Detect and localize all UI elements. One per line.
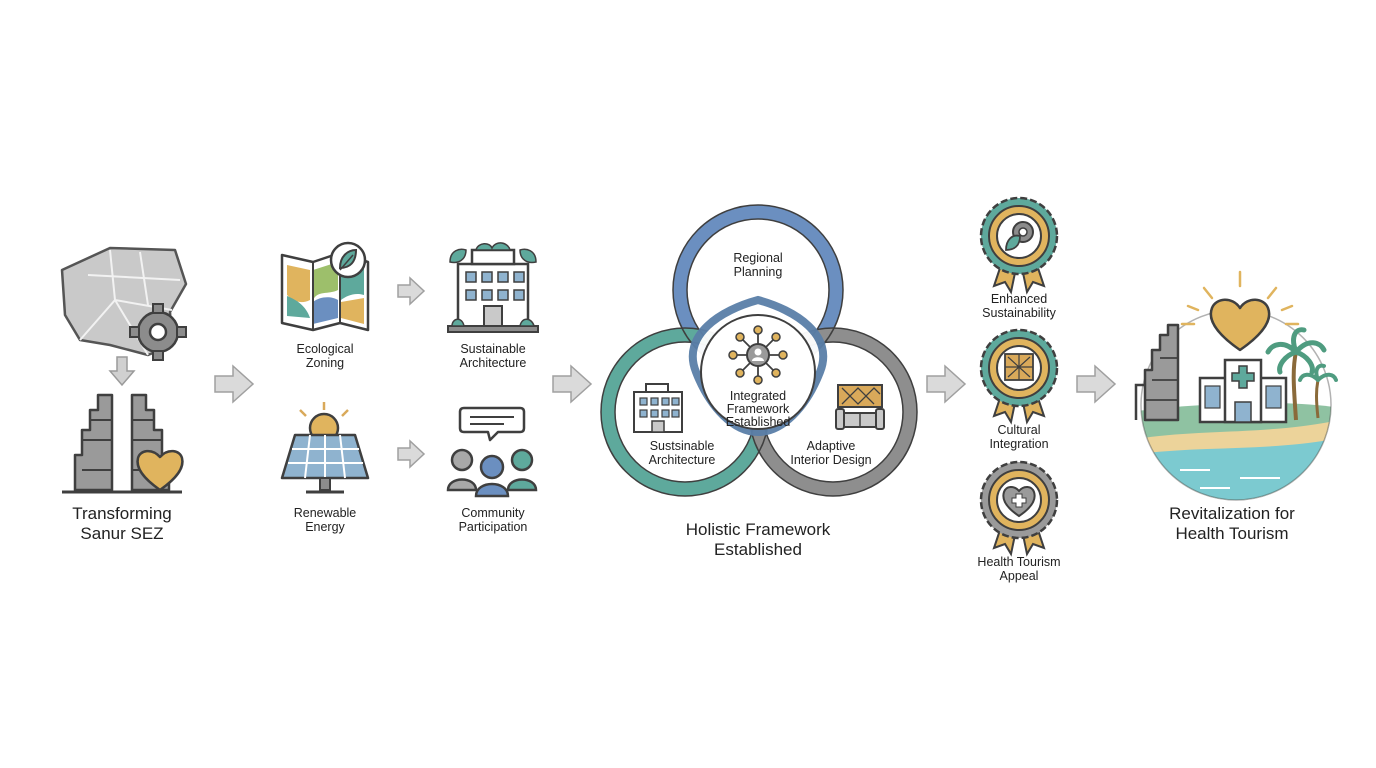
health-tourism-appeal-label-line1: Health Tourism	[977, 555, 1061, 569]
heart-icon	[136, 449, 184, 492]
integrated-framework-label-line1: Integrated	[729, 389, 787, 403]
down-arrow-icon	[108, 356, 136, 387]
sustainable-architecture-label-line1: Sustainable	[460, 342, 526, 356]
sustainable-architecture-label: Sustainable Architecture	[433, 342, 553, 371]
enhanced-sustainability-label: Enhanced Sustainability	[959, 292, 1079, 321]
cultural-integration-label-line1: Cultural	[997, 423, 1041, 437]
arrow-renewable-to-community	[397, 439, 426, 469]
health-badge-icon	[979, 460, 1059, 557]
framework-caption-line2: Established	[714, 539, 802, 559]
sustainable-architecture-label-line2: Architecture	[459, 356, 527, 371]
sofa-icon	[835, 384, 885, 430]
framework-architecture-label: Sustsinable Architecture	[627, 439, 737, 468]
adaptive-interior-label-line2: Interior Design	[790, 453, 872, 468]
integrated-framework-label: Integrated Framework Established	[708, 389, 808, 430]
integrated-framework-label-line3: Established	[725, 415, 791, 430]
cultural-integration-label: Cultural Integration	[959, 423, 1079, 452]
ecological-zoning-label-line2: Zoning	[305, 356, 345, 371]
enhanced-sustainability-label-line2: Sustainability	[982, 306, 1056, 321]
framework-architecture-label-line1: Sustsinable	[649, 439, 715, 453]
ecological-zoning-label: Ecological Zoning	[265, 342, 385, 371]
regional-planning-label-line1: Regional	[733, 251, 783, 265]
cultural-badge-icon	[979, 328, 1059, 425]
adaptive-interior-label-line1: Adaptive	[806, 439, 856, 453]
building-icon	[633, 383, 683, 433]
adaptive-interior-label: Adaptive Interior Design	[776, 439, 886, 468]
community-participation-label-line1: Community	[461, 506, 525, 520]
integrated-framework-label-line2: Framework	[726, 402, 790, 417]
solar-panel-icon	[280, 402, 370, 494]
outcome-label-line2: Health Tourism	[1175, 523, 1289, 543]
outcome-label: Revitalization for Health Tourism	[1132, 504, 1332, 543]
outcome-label-line1: Revitalization for	[1169, 504, 1295, 523]
community-participation-label-line2: Participation	[458, 520, 528, 535]
network-hub-icon	[728, 325, 788, 385]
sustainable-building-icon	[447, 242, 539, 333]
ecological-zoning-label-line1: Ecological	[296, 342, 354, 356]
regional-planning-label-line2: Planning	[733, 265, 783, 280]
stage1-right-arrow-icon	[214, 364, 255, 404]
framework-caption: Holistic Framework Established	[648, 520, 868, 559]
leaf-icon	[329, 241, 367, 279]
community-participation-label: Community Participation	[433, 506, 553, 535]
stage2-right-arrow-icon	[552, 364, 593, 404]
renewable-energy-label-line1: Renewable	[293, 506, 357, 520]
sustainability-badge-icon	[979, 196, 1059, 295]
cultural-integration-label-line2: Integration	[989, 437, 1049, 452]
renewable-energy-label-line2: Energy	[305, 520, 345, 535]
framework-architecture-label-line2: Architecture	[648, 453, 716, 468]
stage1-label-line1: Transforming	[72, 504, 172, 523]
arrow-ecological-to-architecture	[397, 276, 426, 306]
stage1-label-line2: Sanur SEZ	[80, 523, 164, 543]
stage1-label: Transforming Sanur SEZ	[40, 504, 204, 543]
gear-icon	[129, 303, 187, 361]
renewable-energy-label: Renewable Energy	[265, 506, 385, 535]
community-icon	[446, 406, 538, 498]
regional-planning-label: Regional Planning	[708, 251, 808, 280]
health-tourism-appeal-label-line2: Appeal	[999, 569, 1039, 584]
stage4-right-arrow-icon	[1076, 364, 1117, 404]
stage3-right-arrow-icon	[926, 364, 967, 404]
enhanced-sustainability-label-line1: Enhanced	[990, 292, 1048, 306]
health-tourism-appeal-label: Health Tourism Appeal	[959, 555, 1079, 584]
health-tourism-scene-icon	[1134, 270, 1338, 501]
framework-caption-line1: Holistic Framework	[685, 520, 831, 539]
